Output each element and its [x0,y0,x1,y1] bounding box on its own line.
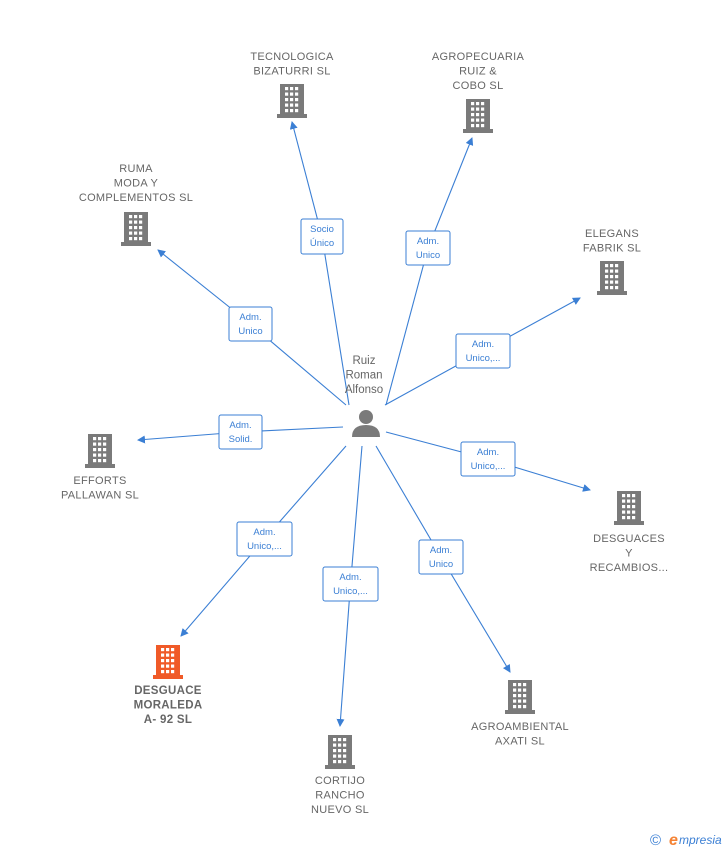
company-name-line: CORTIJO [315,775,365,787]
edge-label-box[interactable] [236,521,293,557]
edge-label-text: Unico,... [247,541,282,552]
company-name-line: RANCHO [315,790,365,802]
company-name-line: BIZATURRI SL [253,66,330,78]
company-node-efforts[interactable]: EFFORTS PALLAWAN SL [61,434,139,502]
company-node-tecnologica[interactable]: TECNOLOGICA BIZATURRI SL [250,51,334,118]
edge-label-text: Unico,... [333,586,368,597]
company-name-line: RUMA [119,163,153,175]
company-name-line: RUIZ & [459,66,497,78]
company-node-cortijo[interactable]: CORTIJO RANCHO NUEVO SL [311,735,369,816]
company-node-agropecuaria[interactable]: AGROPECUARIA RUIZ & COBO SL [432,51,525,133]
edge-agropecuaria[interactable]: Adm. Unico [385,137,474,406]
edge-label-box[interactable] [455,333,511,369]
edge-cortijo[interactable]: Adm. Unico,... [322,445,379,727]
edge-label-box[interactable] [405,230,451,266]
company-name-line: PALLAWAN SL [61,490,139,502]
company-node-ruma[interactable]: RUMA MODA Y COMPLEMENTOS SL [79,163,193,246]
building-icon [121,212,151,246]
edge-label-text: Adm. [417,236,439,247]
company-name-line: NUEVO SL [311,804,369,816]
edge-label-text: Unico [238,326,262,337]
edge-label-text: Adm. [472,339,494,350]
person-name-line: Ruiz [352,355,375,367]
company-name-line: RECAMBIOS... [590,562,669,574]
edge-label-box[interactable] [418,539,464,575]
brand-logo-initial: e [669,832,678,849]
building-icon [597,261,627,295]
person-name-line: Roman [345,370,382,382]
company-name-line: MORALEDA [134,700,203,712]
person-icon [352,410,380,437]
company-name-line: ELEGANS [585,228,639,240]
company-name-line: A- 92 SL [144,714,192,726]
edge-label-text: Adm. [253,527,275,538]
company-name-line: DESGUACES [593,533,665,545]
company-name-line: FABRIK SL [583,243,641,255]
copyright-symbol: © [650,832,661,849]
company-name-line: AGROAMBIENTAL [471,721,569,733]
edge-efforts[interactable]: Adm. Solid. [137,414,344,450]
company-name-line: AXATI SL [495,736,545,748]
building-icon [277,84,307,118]
edge-label-text: Adm. [229,420,251,431]
building-icon [505,680,535,714]
company-name-line: MODA Y [114,178,159,190]
edge-label-text: Unico,... [471,461,506,472]
edge-label-text: Solid. [229,434,253,445]
edge-label-text: Socio [310,224,334,235]
building-icon [85,434,115,468]
building-icon [153,645,183,679]
edge-label-text: Adm. [430,545,452,556]
edge-label-text: Unico [429,559,453,570]
company-node-elegans[interactable]: ELEGANS FABRIK SL [583,228,641,295]
edge-label-text: Adm. [477,447,499,458]
edge-label-box[interactable] [300,218,344,255]
company-name-line: EFFORTS [73,475,126,487]
edge-label-text: Adm. [339,572,361,583]
building-icon [463,99,493,133]
company-node-agroambiental[interactable]: AGROAMBIENTAL AXATI SL [471,680,569,748]
edge-agroambiental[interactable]: Adm. Unico [375,445,511,673]
company-name-line: COMPLEMENTOS SL [79,192,193,204]
edge-desguace-moraleda[interactable]: Adm. Unico,... [180,445,347,637]
person-name-line: Alfonso [345,384,383,396]
edge-label-text: Unico [416,250,440,261]
edge-label-box[interactable] [228,306,273,342]
edge-label-box[interactable] [218,414,263,450]
edge-label-text: Adm. [239,312,261,323]
company-name-line: DESGUACE [134,685,202,697]
company-name-line: COBO SL [452,80,503,92]
company-name-line: AGROPECUARIA [432,51,525,63]
company-name-line: TECNOLOGICA [250,51,334,63]
company-name-line: Y [625,548,633,560]
edge-desguaces[interactable]: Adm. Unico,... [385,431,591,492]
edge-label-text: Unico,... [466,353,501,364]
building-icon [325,735,355,769]
nodes-layer: TECNOLOGICA BIZATURRI SL AGROPECUARIA RUIZ … [61,51,668,816]
brand-logo-text: mpresia [679,833,722,847]
building-icon [614,491,644,525]
edge-elegans[interactable]: Adm. Unico,... [384,297,581,406]
company-node-desguace-moraleda[interactable]: DESGUACE MORALEDA A- 92 SL [134,645,203,726]
edge-label-box[interactable] [460,441,516,477]
company-node-desguaces[interactable]: DESGUACES Y RECAMBIOS... [590,491,669,574]
edge-line [289,121,350,406]
edge-ruma[interactable]: Adm. Unico [157,249,347,406]
edge-label-box[interactable] [322,566,379,602]
edge-label-text: Único [310,238,334,249]
